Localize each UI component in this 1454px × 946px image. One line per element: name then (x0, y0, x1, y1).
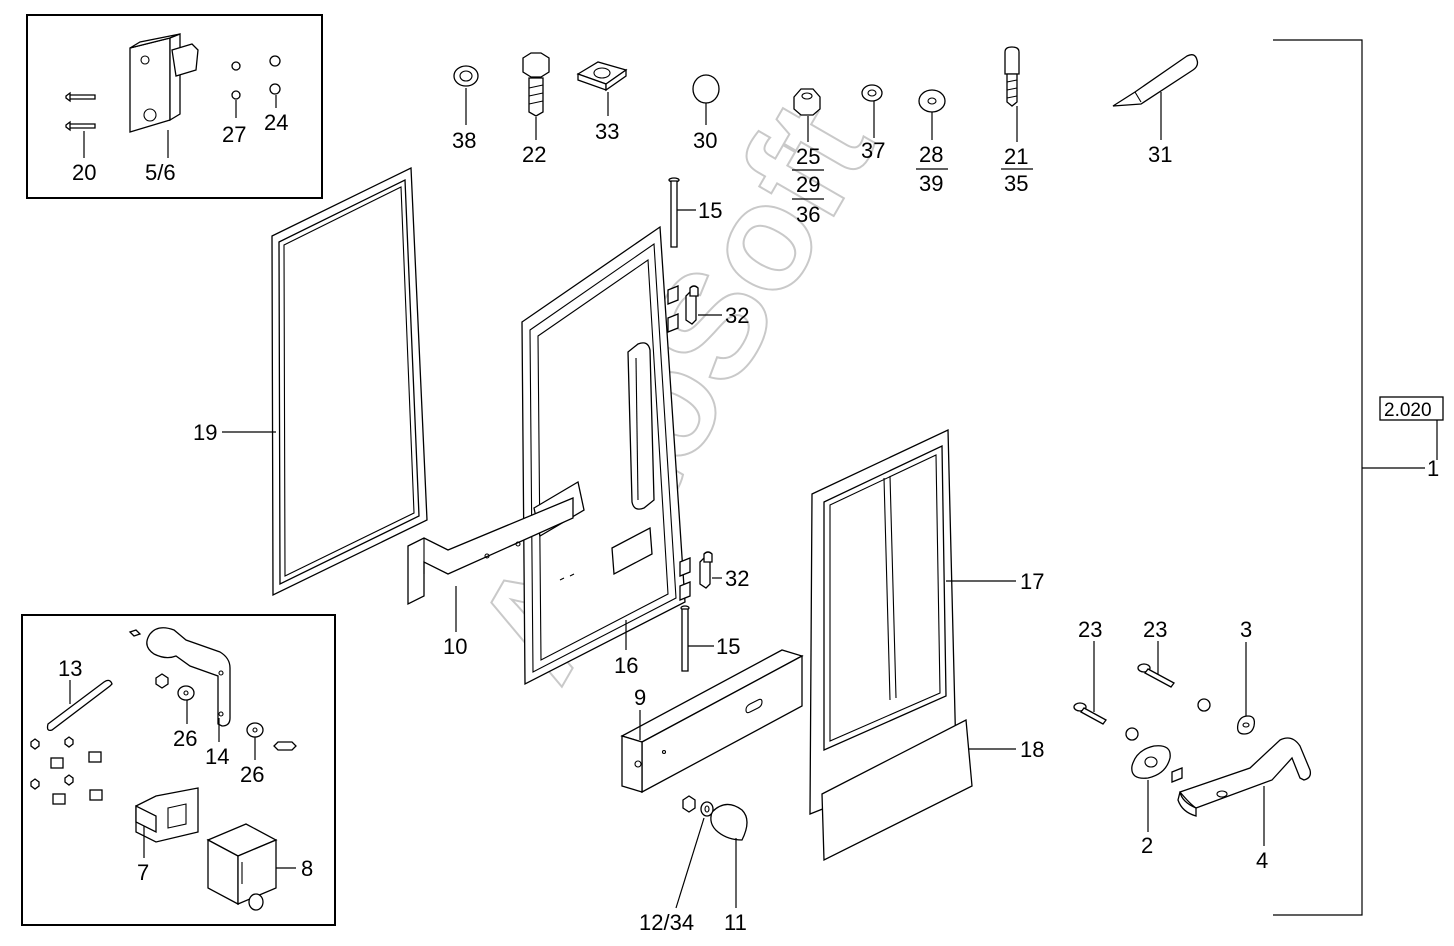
arm-part-14 (128, 627, 231, 742)
plate-part-7 (135, 787, 199, 858)
label-21: 21 (1004, 144, 1028, 169)
label-24: 24 (264, 110, 288, 135)
door-handle-part-4 (1171, 737, 1312, 846)
label-5-6: 5/6 (145, 160, 176, 185)
label-31: 31 (1148, 142, 1172, 167)
label-7: 7 (137, 860, 149, 885)
label-17: 17 (1020, 569, 1044, 594)
cap-screw-part-21 (1004, 46, 1020, 142)
nut-part-12-34 (675, 795, 714, 909)
reference-box (1379, 396, 1444, 421)
label-32-top: 32 (725, 303, 749, 328)
tool-tip-part-31 (1112, 54, 1199, 140)
label-23-left: 23 (1078, 617, 1102, 642)
washers-part-26 (177, 685, 297, 760)
bracket-part-10 (407, 497, 574, 632)
fraction-bars (792, 168, 1033, 200)
label-28: 28 (919, 142, 943, 167)
label-38: 38 (452, 128, 476, 153)
hinge-clip-part-32-bottom (699, 551, 722, 589)
label-20: 20 (72, 160, 96, 185)
label-1: 1 (1427, 456, 1439, 481)
assembly-bracket (1273, 39, 1444, 916)
label-2: 2 (1141, 833, 1153, 858)
label-35: 35 (1004, 171, 1028, 196)
screw-part-20 (65, 91, 96, 158)
label-36: 36 (796, 202, 820, 227)
small-fasteners-inset (30, 736, 103, 805)
label-15-bottom: 15 (716, 634, 740, 659)
escutcheon-part-2 (1131, 745, 1171, 832)
label-9: 9 (634, 685, 646, 710)
inset-box-brackets (21, 614, 336, 926)
lock-washer-part-38 (453, 65, 479, 125)
label-26-right: 26 (240, 762, 264, 787)
washer-part-28 (918, 89, 946, 140)
pin-part-15-top (668, 177, 696, 248)
bolt-part-22 (522, 52, 550, 140)
label-25: 25 (796, 144, 820, 169)
label-33: 33 (595, 119, 619, 144)
hinge-clip-part-32-top (685, 285, 722, 325)
cage-nut-part-33 (576, 61, 628, 116)
label-18: 18 (1020, 737, 1044, 762)
label-13: 13 (58, 656, 82, 681)
label-15-top: 15 (698, 198, 722, 223)
bar-part-9 (620, 649, 804, 794)
label-22: 22 (522, 142, 546, 167)
label-23-right: 23 (1143, 617, 1167, 642)
label-14: 14 (205, 744, 229, 769)
label-10: 10 (443, 634, 467, 659)
nut-parts-24-27 (231, 55, 281, 118)
label-29: 29 (796, 172, 820, 197)
panel-part-18 (821, 718, 1016, 862)
knob-part-11 (710, 803, 748, 908)
screw-part-23-left (1073, 641, 1107, 725)
label-3: 3 (1240, 617, 1252, 642)
label-12-34: 12/34 (639, 910, 694, 935)
rod-part-13 (46, 679, 113, 732)
window-frame-part-17 (809, 428, 1016, 815)
door-gasket-part-19 (222, 166, 428, 597)
label-8: 8 (301, 856, 313, 881)
pin-part-15-bottom (680, 605, 714, 672)
hex-nut-part-25 (793, 88, 821, 142)
cap-part-30 (692, 74, 720, 125)
label-30: 30 (693, 128, 717, 153)
washer-part-37 (861, 84, 883, 138)
door-frame-part-16 (521, 225, 691, 686)
label-19: 19 (193, 420, 217, 445)
label-32-bottom: 32 (725, 566, 749, 591)
inset-box-hinge (26, 14, 323, 199)
screw-part-23-right (1137, 641, 1175, 688)
label-37: 37 (861, 138, 885, 163)
washer-part-3 (1236, 642, 1256, 735)
label-4: 4 (1256, 848, 1268, 873)
box-bracket-part-8 (206, 823, 296, 911)
label-39: 39 (919, 171, 943, 196)
hinge-block-part-5-6 (129, 33, 199, 158)
reference-box-label: 2.020 (1384, 400, 1432, 421)
label-26-left: 26 (173, 726, 197, 751)
label-11: 11 (724, 910, 747, 935)
lock-washers-handle (1125, 698, 1211, 741)
label-16: 16 (614, 653, 638, 678)
label-27: 27 (222, 122, 246, 147)
